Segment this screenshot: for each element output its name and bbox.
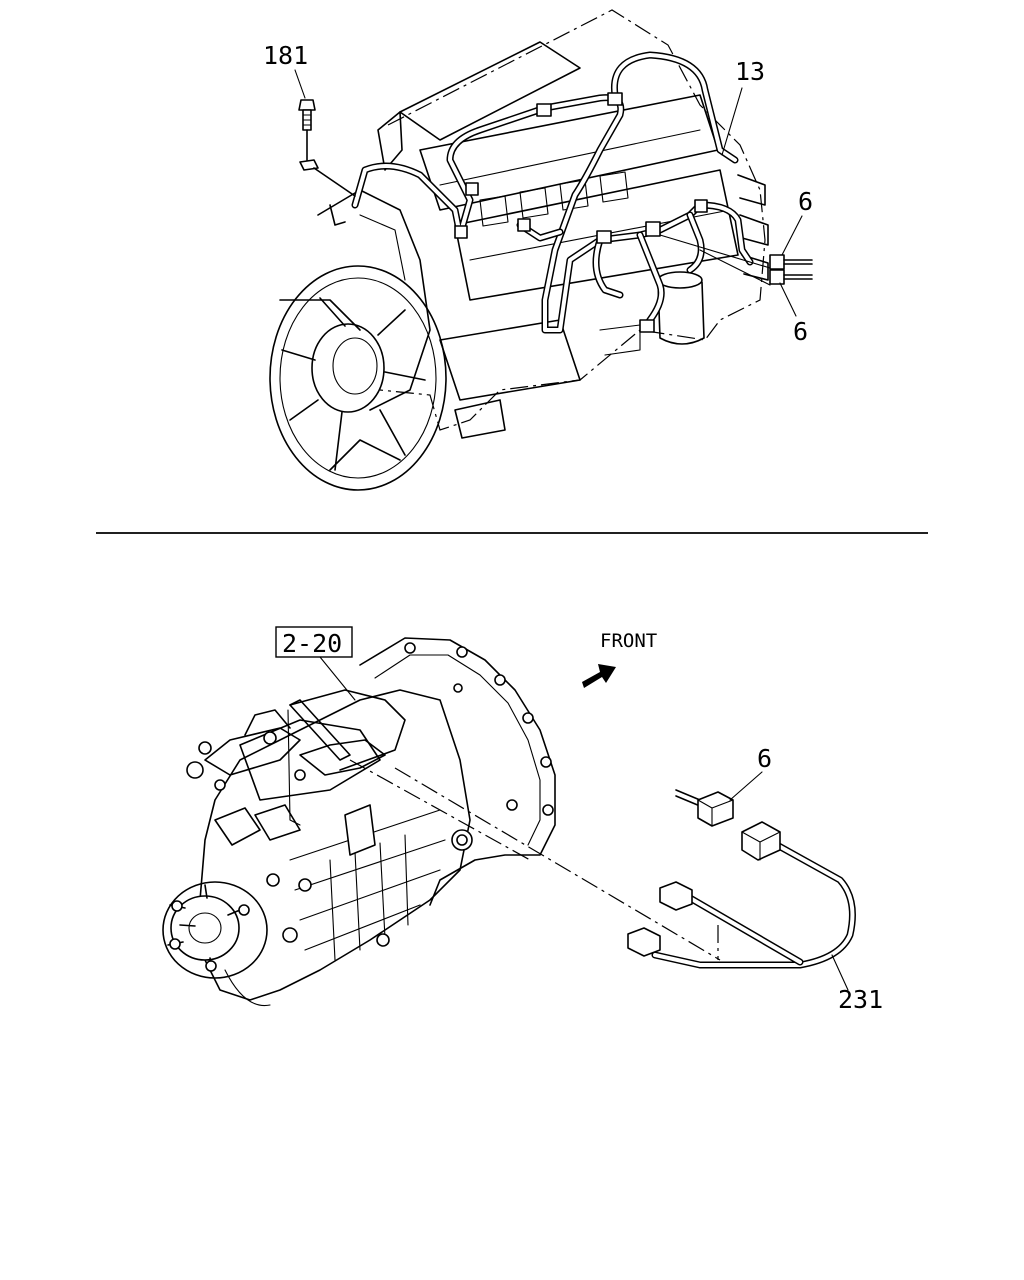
callout-bolt: 181	[263, 41, 308, 70]
callout-connector-lower: 6	[757, 744, 772, 773]
lower-connector	[675, 789, 734, 827]
upper-leader-lines	[294, 69, 803, 317]
engine-wiring-harness	[351, 51, 754, 334]
reference-box	[275, 626, 353, 658]
transmission-harness	[627, 821, 856, 969]
transmission-illustration	[162, 637, 556, 1007]
upper-connector-pair	[659, 234, 813, 286]
callout-connector-upper-b: 6	[793, 317, 808, 346]
transmission-dash-line-a	[394, 767, 721, 961]
transmission-dash-line-b	[349, 759, 531, 861]
front-label: FRONT	[600, 630, 657, 652]
reference-label: 2-20	[282, 629, 342, 658]
engine-illustration	[269, 9, 769, 491]
callout-engine-harness: 13	[735, 57, 765, 86]
front-arrow-icon	[582, 664, 616, 688]
callout-transmission-harness: 231	[838, 985, 883, 1014]
bolt-part	[298, 99, 356, 197]
callout-connector-upper-a: 6	[798, 187, 813, 216]
reference-leader	[319, 656, 356, 701]
lower-leader-lines	[729, 771, 849, 991]
